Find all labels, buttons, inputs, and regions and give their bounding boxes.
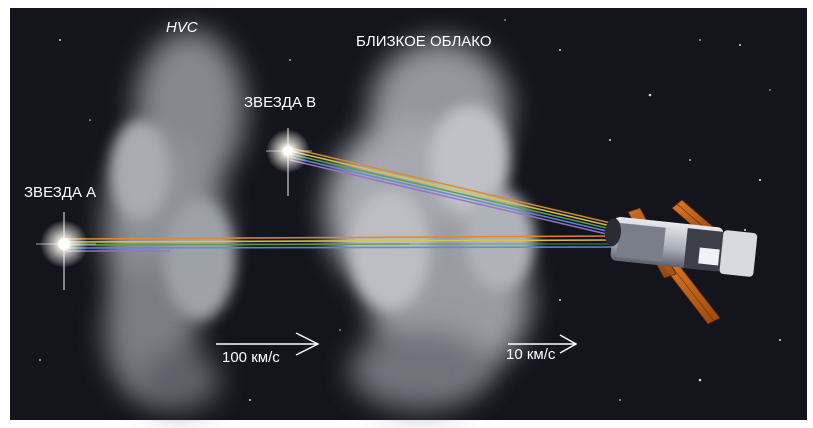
hvc-label: HVC	[166, 19, 198, 36]
star-a-label: ЗВЕЗДА А	[24, 184, 97, 201]
speed-near-label: 10 км/с	[506, 346, 556, 363]
background-stars	[39, 19, 781, 401]
right-arrow-icon	[216, 332, 320, 356]
star-b-label: ЗВЕЗДА В	[244, 94, 317, 111]
hvc-cloud	[105, 30, 245, 410]
star-b	[266, 128, 312, 196]
speed-hvc-label: 100 км/с	[222, 349, 280, 366]
near-cloud-label: БЛИЗКОЕ ОБЛАКО	[356, 33, 492, 50]
space-telescope-icon	[604, 199, 758, 325]
star-a	[36, 212, 96, 290]
right-arrow-icon	[508, 334, 578, 354]
rays-star-b	[289, 147, 616, 237]
